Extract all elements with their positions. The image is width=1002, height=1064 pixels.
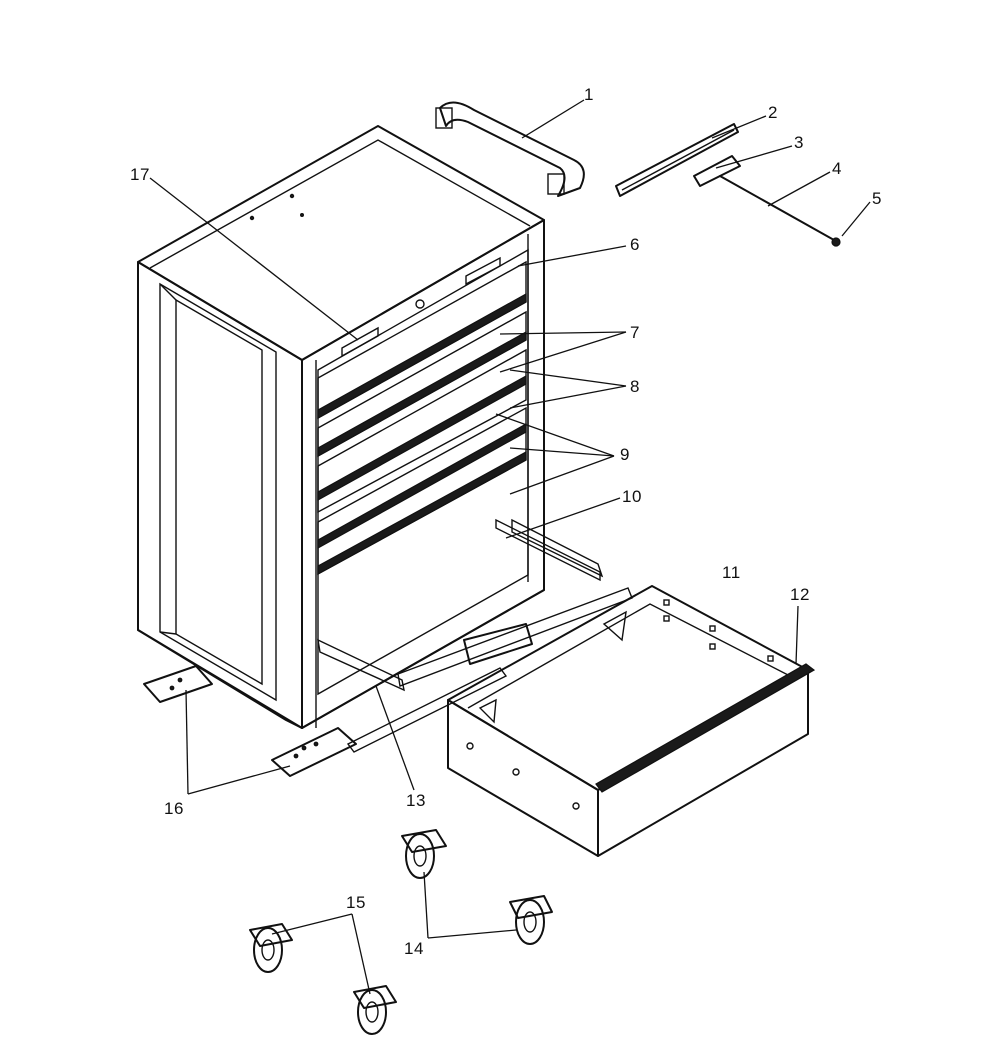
- lock-parts: [615, 123, 841, 247]
- callout-9: 9: [620, 445, 630, 464]
- callout-6: 6: [630, 235, 640, 254]
- callout-16: 16: [164, 799, 184, 818]
- mounting-plates: [143, 665, 357, 777]
- callout-3: 3: [794, 133, 804, 152]
- callout-1: 1: [584, 85, 594, 104]
- callout-4: 4: [832, 159, 842, 178]
- callout-15: 15: [346, 893, 366, 912]
- cabinet-body: [137, 125, 545, 729]
- caster-14a: [401, 829, 447, 879]
- bottom-drawer: [447, 585, 816, 857]
- drawer-fronts: [317, 256, 527, 576]
- callout-8: 8: [630, 377, 640, 396]
- handle-part: [435, 101, 585, 197]
- callout-17: 17: [130, 165, 150, 184]
- callout-11: 11: [722, 563, 741, 582]
- callout-7: 7: [630, 323, 640, 342]
- caster-14b: [509, 895, 553, 945]
- callout-14: 14: [404, 939, 424, 958]
- callout-2: 2: [768, 103, 778, 122]
- caster-15a: [249, 923, 293, 973]
- callout-12: 12: [790, 585, 810, 604]
- leader-lines: [149, 99, 871, 995]
- callout-5: 5: [872, 189, 882, 208]
- callout-10: 10: [622, 487, 642, 506]
- callout-13: 13: [406, 791, 426, 810]
- casters: [249, 829, 553, 1035]
- caster-15b: [353, 985, 397, 1035]
